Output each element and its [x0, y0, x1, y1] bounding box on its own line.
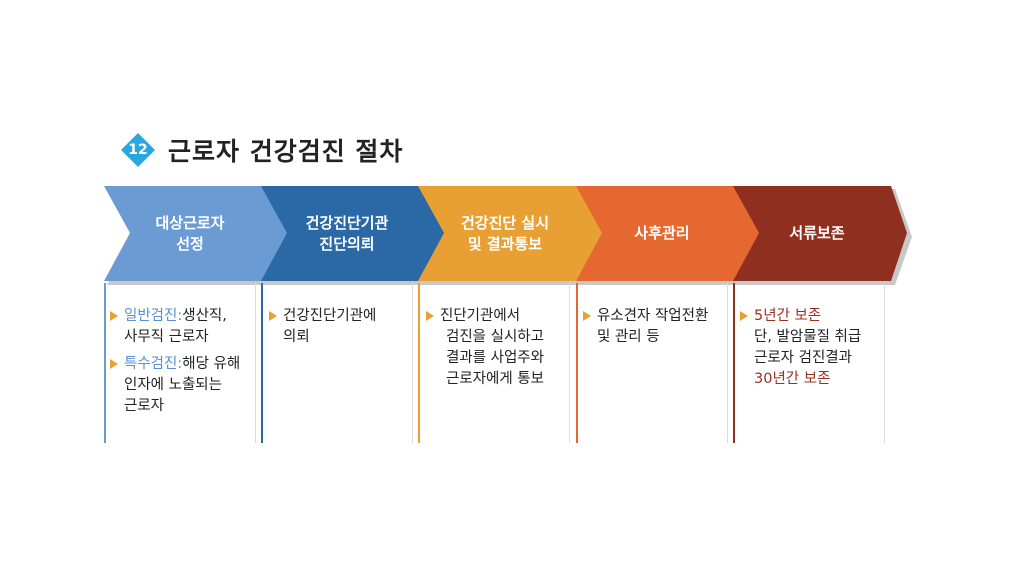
detail-line: 유소견자 작업전환 — [597, 308, 709, 324]
bullet-icon — [583, 311, 591, 321]
detail-line: 및 관리 등 — [597, 329, 660, 345]
step-1-detail-special: 특수검진:해당 유해 인자에 노출되는 근로자 — [110, 354, 241, 417]
step-2-panel — [261, 283, 413, 443]
chevron-step-2 — [261, 186, 446, 281]
detail-line: 단, 발암물질 취급 — [754, 329, 862, 345]
chevron-step-1 — [104, 186, 288, 281]
retention-5-years: 5년간 보존 — [754, 308, 822, 324]
step-number-badge: 12 — [121, 133, 155, 167]
retention-30-years: 30년간 보존 — [754, 371, 831, 387]
detail-line: 건강진단기관에 — [283, 308, 377, 324]
detail-line: 진단기관에서 — [440, 308, 521, 324]
bullet-icon — [740, 311, 748, 321]
step-4-detail: 유소견자 작업전환 및 관리 등 — [583, 306, 709, 348]
chevron-step-4 — [576, 186, 760, 281]
chevron-step-3 — [418, 186, 603, 281]
detail-line: 의뢰 — [283, 329, 310, 345]
special-exam-text-cont2: 근로자 — [124, 398, 165, 414]
special-exam-label: 특수검진: — [124, 356, 183, 372]
process-chevrons — [104, 186, 912, 285]
bullet-icon — [110, 311, 118, 321]
detail-line: 검진을 실시하고 — [446, 329, 544, 345]
bullet-icon — [426, 311, 434, 321]
step-2-detail: 건강진단기관에 의뢰 — [269, 306, 377, 348]
step-1-panel — [104, 283, 256, 443]
diamond-icon — [121, 133, 155, 167]
bullet-icon — [269, 311, 277, 321]
detail-line: 근로자 검진결과 — [754, 350, 852, 366]
step-5-label: 서류보존 — [789, 224, 845, 242]
detail-line: 근로자에게 통보 — [446, 371, 544, 387]
step-1-detail-general: 일반검진:생산직, 사무직 근로자 — [110, 306, 227, 348]
general-exam-text-cont: 사무직 근로자 — [124, 329, 209, 345]
step-4-panel — [576, 283, 728, 443]
detail-line: 결과를 사업주와 — [446, 350, 544, 366]
chevron-step-5 — [733, 186, 907, 281]
step-1-label: 대상근로자 선정 — [155, 213, 225, 253]
step-4-label: 사후관리 — [634, 224, 690, 242]
bullet-icon — [110, 359, 118, 369]
step-3-detail: 진단기관에서 검진을 실시하고 결과를 사업주와 근로자에게 통보 — [426, 306, 544, 390]
step-2-label: 건강진단기관 진단의뢰 — [305, 213, 389, 253]
general-exam-text: 생산직, — [182, 308, 227, 324]
special-exam-text-cont: 인자에 노출되는 — [124, 377, 222, 393]
special-exam-text: 해당 유해 — [182, 356, 241, 372]
badge-number: 12 — [128, 142, 148, 158]
step-3-panel — [418, 283, 570, 443]
step-5-panel — [733, 283, 885, 443]
page-title: 근로자 건강검진 절차 — [168, 137, 404, 166]
step-3-label: 건강진단 실시 및 결과통보 — [460, 213, 550, 253]
general-exam-label: 일반검진: — [124, 308, 183, 324]
step-5-detail: 5년간 보존 단, 발암물질 취급 근로자 검진결과 30년간 보존 — [740, 306, 862, 390]
